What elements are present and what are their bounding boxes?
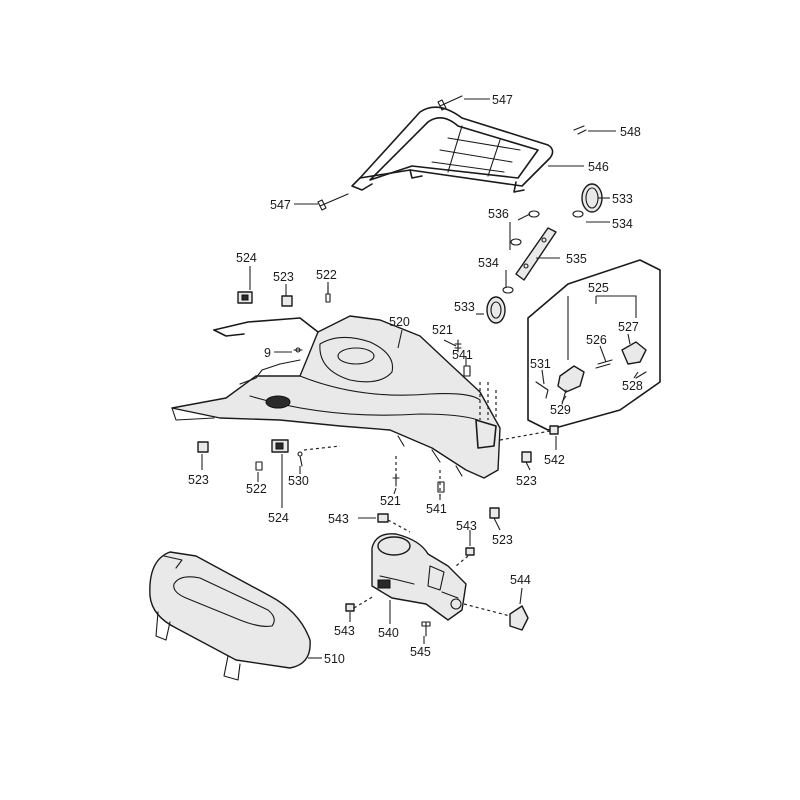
rear-fender-520 bbox=[171, 315, 501, 479]
callout-523-right: 523 bbox=[516, 474, 537, 488]
callout-labels: 547 548 546 547 533 536 534 534 535 524 … bbox=[188, 93, 643, 666]
callout-521-bottom: 521 bbox=[380, 494, 401, 508]
callout-523-left: 523 bbox=[188, 473, 209, 487]
screw-548 bbox=[573, 125, 587, 135]
grommet-543-top bbox=[377, 513, 389, 523]
clip-541-top bbox=[463, 365, 471, 377]
callout-523-bottom: 523 bbox=[492, 533, 513, 547]
callout-533-top: 533 bbox=[612, 192, 633, 206]
dashed-guides-rear bbox=[479, 382, 557, 441]
grommet-543-left bbox=[345, 603, 355, 612]
leader-lines bbox=[201, 98, 639, 659]
dashed-guides-toolbox bbox=[353, 519, 511, 617]
callout-510: 510 bbox=[324, 652, 345, 666]
reflector-533-mid bbox=[486, 296, 506, 324]
nut-523-bottom bbox=[489, 507, 500, 519]
side-cover-510 bbox=[149, 551, 311, 681]
callout-533-mid: 533 bbox=[454, 300, 475, 314]
screw-9 bbox=[293, 347, 303, 353]
callout-546: 546 bbox=[588, 160, 609, 174]
callout-524-bottom: 524 bbox=[268, 511, 289, 525]
callout-547-left: 547 bbox=[270, 198, 291, 212]
callout-531: 531 bbox=[530, 357, 551, 371]
callout-540: 540 bbox=[378, 626, 399, 640]
callout-526: 526 bbox=[586, 333, 607, 347]
callout-541-bottom: 541 bbox=[426, 502, 447, 516]
clip-541-bottom bbox=[437, 481, 445, 493]
callout-527: 527 bbox=[618, 320, 639, 334]
nut-523-top bbox=[281, 295, 293, 307]
nut-523-right bbox=[521, 451, 532, 463]
bolt-547-top bbox=[437, 95, 463, 111]
callout-547-top: 547 bbox=[492, 93, 513, 107]
bracket-544 bbox=[509, 605, 529, 631]
screw-521-bottom bbox=[392, 473, 400, 487]
grommet-543-mid bbox=[465, 547, 475, 556]
clip-524-bottom bbox=[271, 439, 289, 453]
callout-544: 544 bbox=[510, 573, 531, 587]
plate-bracket-535 bbox=[515, 227, 557, 281]
callout-535: 535 bbox=[566, 252, 587, 266]
callout-522-bottom: 522 bbox=[246, 482, 267, 496]
callout-534-top: 534 bbox=[612, 217, 633, 231]
callout-543-top: 543 bbox=[328, 512, 349, 526]
bolt-545 bbox=[421, 621, 431, 637]
rear-carrier-546 bbox=[351, 106, 554, 193]
callout-542: 542 bbox=[544, 453, 565, 467]
callout-541-top: 541 bbox=[452, 348, 473, 362]
nut-523-left bbox=[197, 441, 209, 453]
bolt-547-left bbox=[317, 193, 349, 211]
callout-529: 529 bbox=[550, 403, 571, 417]
callout-530: 530 bbox=[288, 474, 309, 488]
screw-521-top bbox=[454, 339, 462, 353]
callout-520: 520 bbox=[389, 315, 410, 329]
callout-545: 545 bbox=[410, 645, 431, 659]
callout-548: 548 bbox=[620, 125, 641, 139]
callout-534-mid: 534 bbox=[478, 256, 499, 270]
callout-524-top: 524 bbox=[236, 251, 257, 265]
callout-522-top: 522 bbox=[316, 268, 337, 282]
callout-525: 525 bbox=[588, 281, 609, 295]
callout-521-top: 521 bbox=[432, 323, 453, 337]
callout-528: 528 bbox=[622, 379, 643, 393]
callout-536: 536 bbox=[488, 207, 509, 221]
screw-522-bottom bbox=[255, 461, 263, 471]
callout-9: 9 bbox=[264, 346, 271, 360]
dashed-guides-under bbox=[303, 445, 441, 496]
callout-543-left: 543 bbox=[334, 624, 355, 638]
tool-box-540 bbox=[371, 533, 467, 621]
callout-543-mid: 543 bbox=[456, 519, 477, 533]
callout-523-top: 523 bbox=[273, 270, 294, 284]
clip-542 bbox=[549, 425, 559, 435]
clip-524-top bbox=[237, 291, 253, 304]
washers-534-536 bbox=[502, 210, 584, 294]
screw-530 bbox=[297, 451, 303, 467]
license-lamp-panel-525 bbox=[527, 259, 661, 431]
